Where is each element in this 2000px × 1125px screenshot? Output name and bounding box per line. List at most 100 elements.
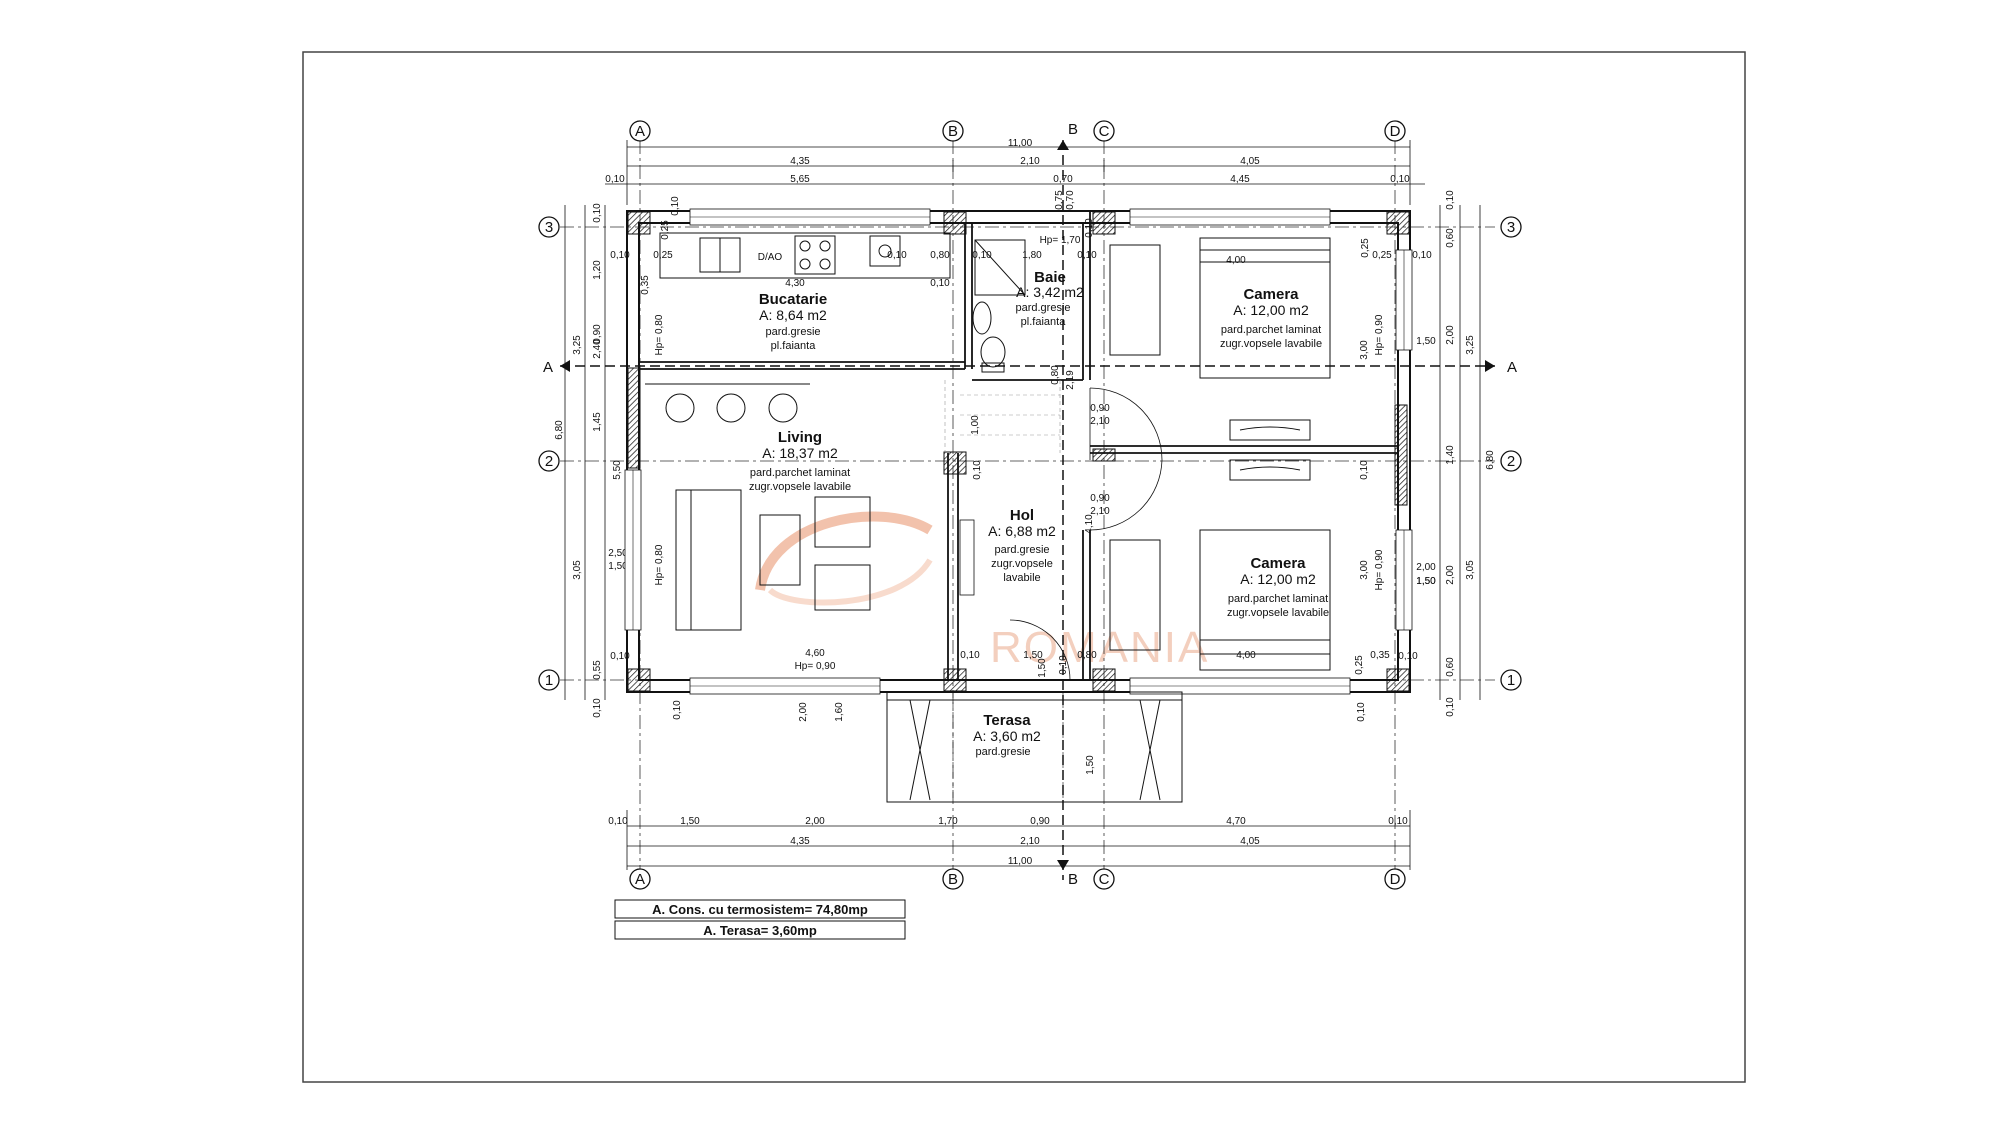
inner-dim-0: 0,10 [610,250,630,261]
summary-built-area: A. Cons. cu termosistem= 74,80mp [652,902,868,917]
inner-dim-18: 0,10 [1412,250,1432,261]
dim-bot-total: 11,00 [1008,856,1033,867]
room-terasa: Terasa A: 3,60 m2 pard.gresie [973,712,1041,758]
inner-dim-6: 0,10 [930,278,950,289]
dimension-text-bottom: 0,10 1,50 2,00 1,70 0,90 4,70 0,10 4,35 … [608,816,1408,867]
dim-bot-g: 0,10 [1388,816,1408,827]
inner-dim-9: 0,10 [972,250,992,261]
dim-top-total: 11,00 [1008,138,1033,149]
dimension-lines-top [605,140,1425,205]
dim-left-11: 0,55 [592,660,603,680]
room-name: Bucatarie [759,291,827,308]
room-area: A: 18,37 m2 [762,445,838,461]
room-wall: zugr.vopsele lavabile [1220,338,1322,350]
inner-dim-22: 0,90 [1090,403,1110,414]
dim-bot-c: 2,00 [805,816,825,827]
dim-left-2: 0,90 [592,324,603,344]
dim-bot-d: 1,70 [938,816,958,827]
dim-left-5: 6,80 [554,420,565,440]
room-floor: pard.gresie [765,326,820,338]
inner-dim-30: 1,50 [1023,650,1043,661]
inner-dim-53: 1,50 [1037,658,1048,678]
summary-terrace-area: A. Terasa= 3,60mp [703,923,817,938]
dim-right-4: 1,50 [1416,336,1436,347]
inner-dim-46: 0,10 [1356,702,1367,722]
inner-dim-39: 4,60 [805,648,825,659]
axis-label-top-D: D [1390,123,1401,140]
dim-right-11: 0,10 [1445,697,1456,717]
axis-label-left-2: 2 [545,453,553,470]
dim-top-c: 4,05 [1240,156,1260,167]
bar-stools [645,383,810,423]
dim-left-1: 1,20 [592,260,603,280]
dim-top-f: 0,70 [1053,174,1073,185]
dim-left-0: 0,10 [592,203,603,223]
room-floor: pard.parchet laminat [1221,324,1321,336]
room-floor: pard.gresie [994,544,1049,556]
kitchen-counter [659,232,951,279]
dim-bot-i: 2,10 [1020,836,1040,847]
watermark-logo: ROMANIA [755,511,1207,672]
dim-right-6: 1,40 [1445,445,1456,465]
room-wall: pl.faianta [771,340,817,352]
dimension-lines-bottom [626,810,1411,870]
room-baie: Baie A: 3,42 m2 pard.gresie pl.faianta [1015,269,1084,328]
axis-label-bottom-C: C [1099,871,1110,888]
axis-label-top-B: B [948,123,958,140]
inner-dim-50: 3,00 [1359,560,1370,580]
dim-top-e: 5,65 [790,174,810,185]
terrace-guides [952,692,1064,800]
inner-dim-26: 4,10 [1084,514,1095,534]
inner-dimension-text: 0,10 0,25 0,25 0,10 0,35 4,30 0,10 0,80 … [610,190,1436,775]
section-mark-top-B: B [1068,121,1078,138]
window-glass-lines [632,216,1405,687]
hall-stair-hints [944,380,1061,453]
dim-right-9: 1,50 [1416,576,1436,587]
axis-label-top-C: C [1099,123,1110,140]
inner-dim-16: 0,25 [1360,238,1371,258]
axis-bubbles [538,120,1522,890]
dim-left-4: 2,40 [592,339,603,359]
dim-top-d: 0,10 [605,174,625,185]
dim-left-9: 2,50 [608,548,628,559]
axis-label-top-A: A [635,123,645,140]
inner-dim-15: 0,10 [1084,218,1095,238]
inner-dim-25: 2,10 [1090,506,1110,517]
inner-dim-4: 0,35 [640,275,651,295]
axis-label-bottom-D: D [1390,871,1401,888]
inner-dim-34: 0,35 [1370,650,1390,661]
inner-dim-8: 0,10 [887,250,907,261]
room-name: Camera [1250,555,1306,572]
inner-dim-31: 0,80 [1077,650,1097,661]
inner-dim-24: 0,90 [1090,493,1110,504]
inner-dim-5: 4,30 [785,278,805,289]
room-floor: pard.parchet laminat [1228,593,1328,605]
inner-dim-19: 4,00 [1226,255,1246,266]
inner-dim-48: 1,50 [1416,576,1436,587]
room-name: Camera [1243,286,1299,303]
inner-dim-33: 0,25 [1354,655,1365,675]
room-camera-1: Camera A: 12,00 m2 pard.parchet laminat … [1220,286,1322,350]
room-floor: pard.parchet laminat [750,467,850,479]
dim-top-b: 2,10 [1020,156,1040,167]
dim-top-h: 0,10 [1390,174,1410,185]
room-floor: pard.gresie [975,746,1030,758]
dim-left-7: 5,50 [612,460,623,480]
axis-label-left-3: 3 [545,219,553,236]
inner-dim-43: 2,00 [798,702,809,722]
inner-dim-13: 0,75 [1054,190,1065,210]
room-floor: pard.gresie [1015,302,1070,314]
room-bucatarie: Bucatarie A: 8,64 m2 pard.gresie pl.faia… [759,291,827,352]
inner-dim-10: 1,80 [1022,250,1042,261]
windows [624,208,1413,695]
dimension-text-right: 0,10 0,60 3,25 2,00 1,50 6,80 1,40 3,05 … [1416,190,1496,717]
room-wall: pl.faianta [1021,316,1067,328]
interior-walls [639,211,1398,680]
terrace-outline [886,691,1183,803]
axis-label-bottom-A: A [635,871,645,888]
room-area: A: 3,42 m2 [1016,284,1084,300]
structural-columns [627,211,1410,692]
dim-bot-a: 0,10 [608,816,628,827]
inner-dim-44: 1,60 [834,702,845,722]
